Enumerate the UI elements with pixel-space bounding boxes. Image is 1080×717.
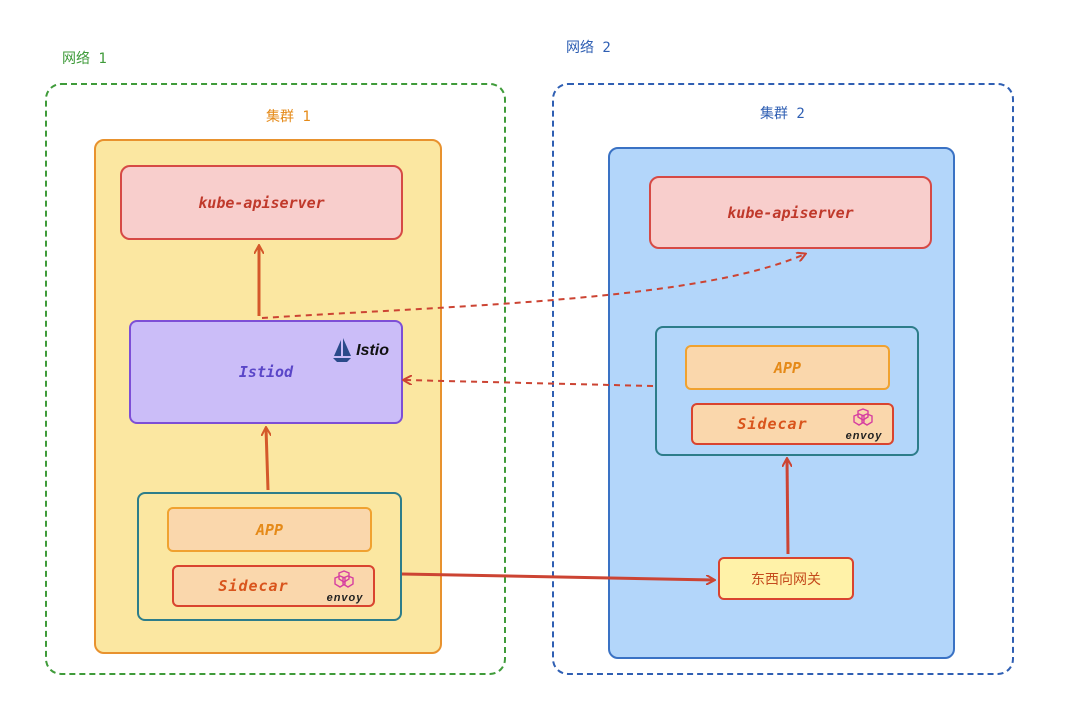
envoy-logo: envoy (842, 408, 886, 442)
cluster-1-kube-apiserver: kube-apiserver (120, 165, 403, 240)
envoy-icon (334, 570, 354, 588)
envoy-logo-text: envoy (845, 430, 883, 442)
envoy-logo: envoy (323, 570, 367, 604)
network-2-boundary (552, 83, 1014, 675)
cluster-2-label: 集群 2 (760, 106, 805, 122)
istiod-label: Istiod (238, 363, 294, 381)
arrow-gateway-to-cluster-2-pod (787, 459, 788, 555)
cluster-1-label: 集群 1 (266, 109, 311, 125)
istio-logo-text: Istio (356, 342, 389, 359)
kube-apiserver-label: kube-apiserver (727, 203, 854, 222)
istio-sail-icon (333, 338, 352, 362)
istiod: Istiod Istio (129, 320, 403, 424)
cluster-2-kube-apiserver: kube-apiserver (649, 176, 932, 249)
sidecar-label: Sidecar (737, 415, 808, 433)
arrow-sidecar-to-gateway (401, 572, 714, 580)
cluster-1-sidecar: Sidecar envoy (172, 565, 375, 607)
istio-logo: Istio (331, 338, 389, 364)
app-label: APP (255, 520, 284, 539)
cluster-2-sidecar: Sidecar envoy (691, 403, 894, 445)
network-1-boundary (45, 83, 506, 675)
cluster-2-app: APP (685, 345, 890, 390)
east-west-gateway: 东西向网关 (718, 557, 854, 600)
cluster-1-app: APP (167, 507, 372, 552)
envoy-icon (853, 408, 873, 426)
gateway-label: 东西向网关 (751, 571, 821, 588)
kube-apiserver-label: kube-apiserver (198, 193, 325, 212)
arrow-sidecar-to-istiod (266, 428, 268, 491)
sidecar-label: Sidecar (218, 577, 289, 595)
envoy-logo-text: envoy (326, 592, 364, 604)
network-1-label: 网络 1 (62, 51, 107, 67)
cluster-2-pod (655, 326, 919, 456)
network-2-label: 网络 2 (566, 40, 611, 56)
arrow-istiod-to-kube-apiserver-2 (261, 254, 805, 319)
cluster-1-pod (137, 492, 402, 621)
app-label: APP (773, 358, 802, 377)
arrow-cluster-2-pod-to-istiod (404, 380, 654, 387)
